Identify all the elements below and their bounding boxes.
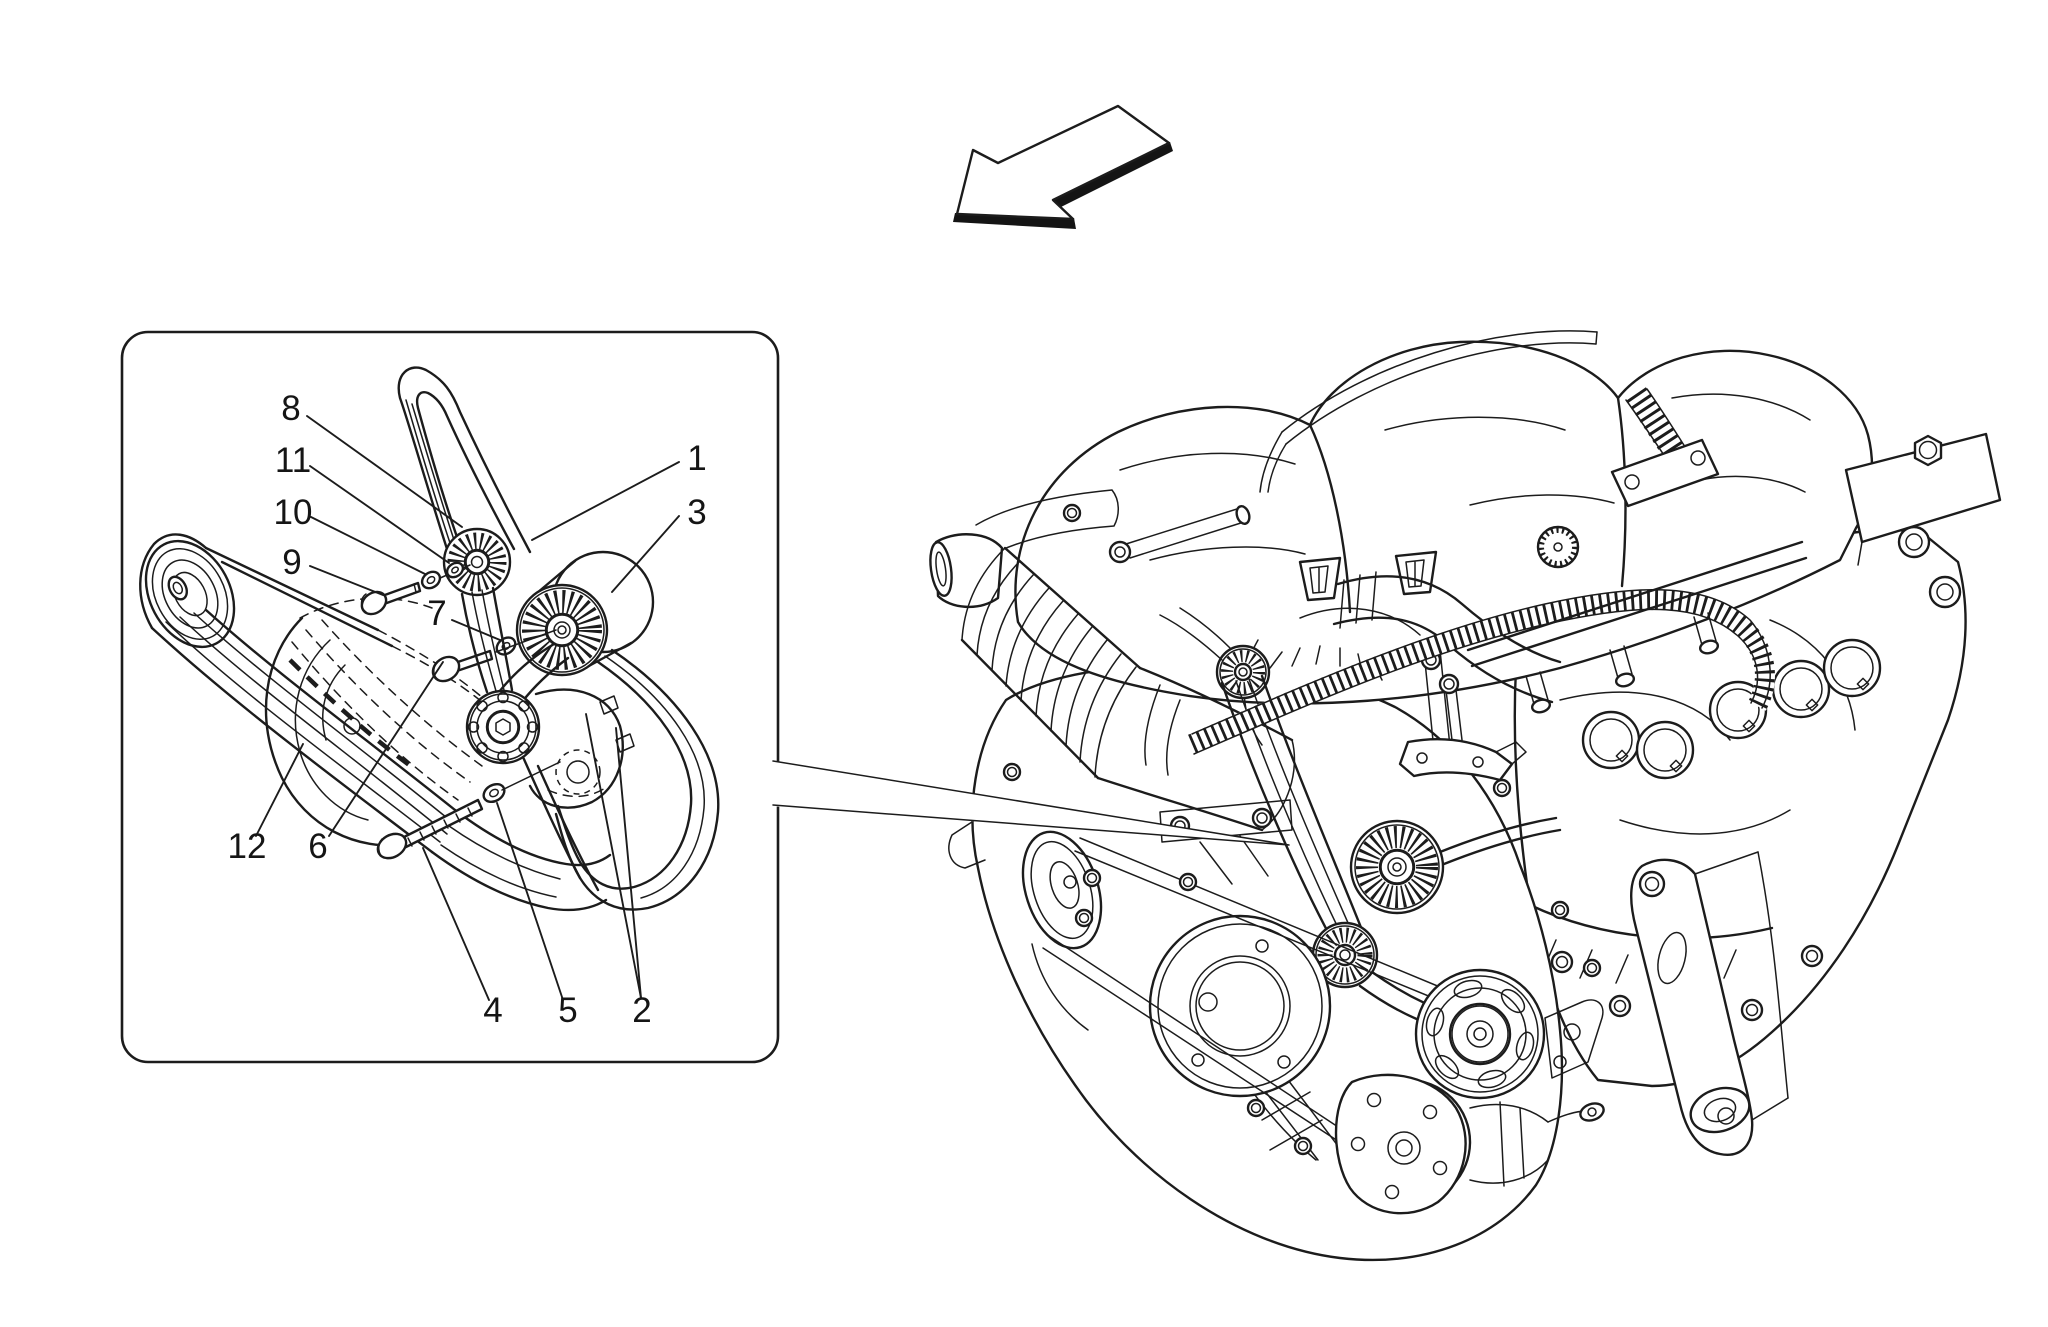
callout-2: 2 [632, 991, 651, 1030]
callout-4: 4 [483, 991, 502, 1030]
stamped-bracket [1398, 673, 1527, 782]
leader-line-8 [306, 415, 463, 528]
bolt-6 [431, 649, 494, 683]
washer-11 [445, 561, 465, 579]
crankshaft-pulley [1414, 968, 1546, 1100]
leader-line-2b [615, 727, 642, 999]
belt-lower-loop [430, 648, 720, 912]
callout-7: 7 [427, 594, 446, 633]
callout-12: 12 [228, 827, 267, 866]
leader-line-10 [310, 516, 426, 575]
leader-line-1 [531, 461, 680, 541]
bolt-9 [360, 581, 422, 616]
fan-clutch-disc [1148, 914, 1332, 1098]
direction-arrow [953, 104, 1173, 229]
arrow-shadow-shaft [1052, 142, 1173, 209]
tensioner-pulley-8 [423, 527, 512, 597]
left-pulley-and-belt [139, 533, 497, 854]
arrow-face [955, 104, 1171, 221]
support-rod [1108, 505, 1251, 564]
callout-9: 9 [282, 543, 301, 582]
idler-pulley-3 [515, 550, 655, 677]
leader-line-7 [451, 619, 501, 641]
wiring-harness [1188, 387, 1775, 755]
washer-5 [482, 761, 561, 804]
leader-line-5 [496, 802, 564, 1001]
inset-wedge-pointer [770, 760, 1290, 846]
callout-10: 10 [274, 493, 313, 532]
callout-5: 5 [558, 991, 577, 1030]
thin-belt [1042, 837, 1453, 1163]
idler-pulley [1349, 819, 1445, 915]
callout-6: 6 [308, 827, 327, 866]
callout-8: 8 [281, 389, 300, 428]
leader-line-3 [611, 515, 680, 593]
callout-11: 11 [275, 441, 311, 480]
bellows-ribs [961, 547, 1137, 778]
leader-line-2a [585, 713, 642, 999]
belt-top-loop [397, 366, 532, 554]
bearing-pulley [460, 586, 570, 765]
leader-lines [255, 415, 680, 1001]
leader-line-9 [309, 565, 384, 596]
bolt-4 [376, 798, 484, 860]
engine-bolts [1002, 762, 1602, 978]
leader-line-11 [309, 465, 450, 564]
detail-inset-box: 1 2 3 4 5 6 7 8 9 10 11 12 [120, 330, 780, 1064]
washer-7 [495, 629, 557, 656]
leader-line-4 [422, 847, 490, 1001]
engine-mount-arm [1544, 851, 1789, 1156]
callout-labels: 1 2 3 4 5 6 7 8 9 10 11 12 [228, 389, 707, 1030]
washer-10 [420, 570, 442, 590]
leader-line-12 [255, 743, 304, 837]
fuel-rail [1466, 438, 1808, 714]
engine-illustration [929, 330, 2002, 1262]
callout-3: 3 [687, 493, 706, 532]
inset-border [120, 330, 780, 1064]
callout-1: 1 [687, 439, 706, 478]
air-intake-duct [929, 489, 1296, 832]
ac-compressor [1334, 1073, 1605, 1215]
leader-line-6 [328, 661, 444, 837]
